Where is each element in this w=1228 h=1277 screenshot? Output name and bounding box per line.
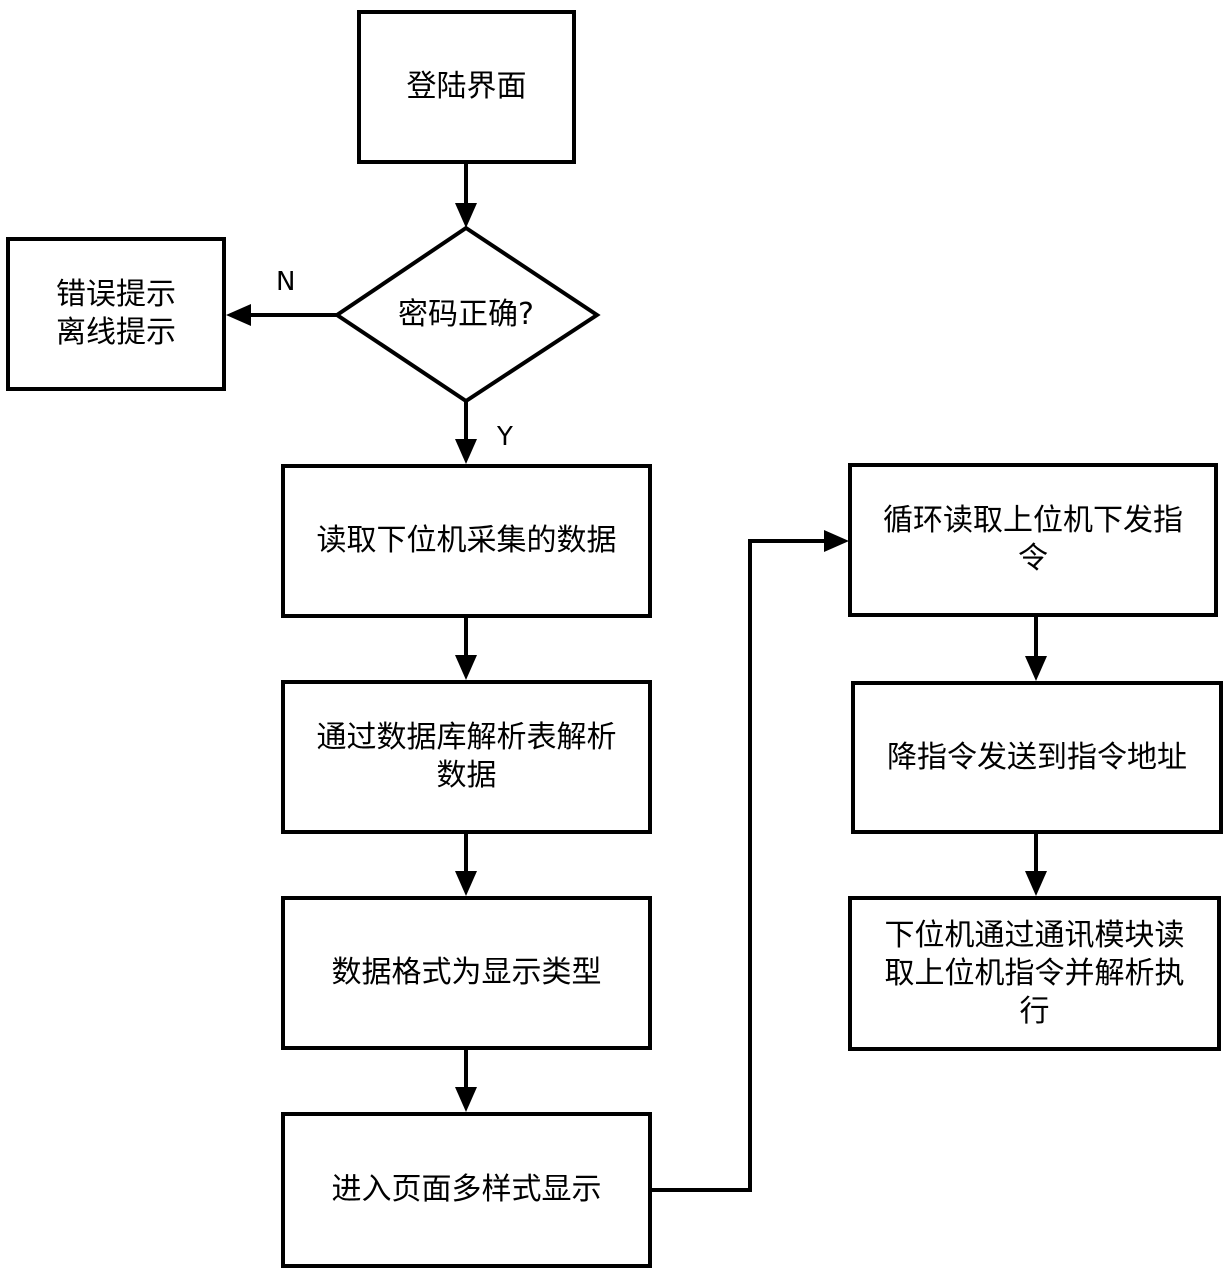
error-line-1: 错误提示 bbox=[56, 277, 176, 312]
arrowhead bbox=[824, 530, 849, 552]
arrowhead bbox=[455, 655, 477, 680]
yes-branch-label: Y bbox=[497, 422, 513, 452]
read-data-label: 读取下位机采集的数据 bbox=[316, 523, 617, 558]
arrowhead bbox=[455, 439, 477, 464]
error-line-2: 离线提示 bbox=[56, 315, 176, 350]
send-cmd-box: 降指令发送到指令地址 bbox=[851, 681, 1223, 834]
arrowhead bbox=[226, 304, 251, 326]
display-label: 进入页面多样式显示 bbox=[331, 1172, 602, 1207]
error-box: 错误提示 离线提示 bbox=[6, 237, 226, 391]
arrow-display-to-loop bbox=[651, 539, 826, 1192]
loop-read-label: 循环读取上位机下发指令 bbox=[883, 503, 1183, 576]
arrowhead bbox=[455, 871, 477, 896]
send-cmd-label: 降指令发送到指令地址 bbox=[887, 739, 1187, 775]
arrowhead bbox=[1025, 656, 1047, 681]
password-check-label: 密码正确? bbox=[398, 297, 534, 332]
arrowhead bbox=[1025, 871, 1047, 896]
format-label: 数据格式为显示类型 bbox=[331, 955, 602, 990]
display-box: 进入页面多样式显示 bbox=[281, 1112, 652, 1268]
loop-read-box: 循环读取上位机下发指令 bbox=[848, 463, 1218, 617]
arrowhead bbox=[455, 1087, 477, 1112]
execute-box: 下位机通过通讯模块读取上位机指令并解析执行 bbox=[848, 896, 1221, 1051]
parse-box: 通过数据库解析表解析数据 bbox=[281, 680, 652, 834]
login-label: 登陆界面 bbox=[406, 69, 527, 104]
no-branch-label: N bbox=[276, 267, 296, 297]
format-box: 数据格式为显示类型 bbox=[281, 896, 652, 1050]
execute-label: 下位机通过通讯模块读取上位机指令并解析执行 bbox=[884, 917, 1185, 1029]
parse-label: 通过数据库解析表解析数据 bbox=[316, 720, 617, 793]
login-box: 登陆界面 bbox=[357, 10, 576, 164]
arrowhead bbox=[455, 203, 477, 228]
read-data-box: 读取下位机采集的数据 bbox=[281, 464, 652, 618]
